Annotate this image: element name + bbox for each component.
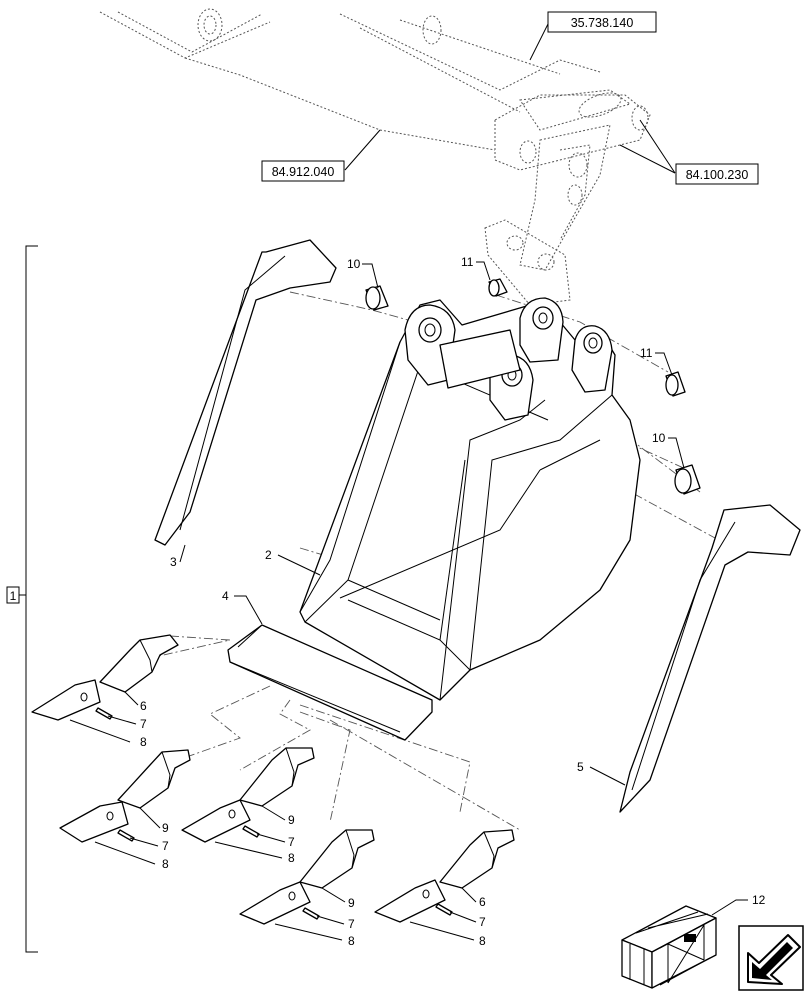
side-cutter-left <box>154 239 337 546</box>
callout-9-c: 9 <box>288 813 295 827</box>
callout-8-b: 8 <box>162 857 169 871</box>
reference-top[interactable]: 35.738.140 <box>571 16 634 30</box>
callout-11-lower: 11 <box>640 346 653 360</box>
callouts: 10 11 11 10 3 2 4 5 6 7 8 9 7 8 <box>69 255 766 948</box>
bushings <box>365 278 701 495</box>
boom-ghost <box>99 8 651 306</box>
side-cutter-right <box>619 504 801 813</box>
assembly-marker: 1 <box>10 589 17 603</box>
callout-6-e: 6 <box>479 895 486 909</box>
tooth-groups <box>31 634 515 925</box>
callout-9-b: 9 <box>162 821 169 835</box>
bushing-11-lower <box>665 371 686 397</box>
callout-8-e: 8 <box>479 934 486 948</box>
callout-9-d: 9 <box>348 896 355 910</box>
tooth-group-b <box>59 749 191 843</box>
callout-7-d: 7 <box>348 917 355 931</box>
reference-boxes: 35.738.140 84.912.040 84.100.230 <box>261 11 759 185</box>
callout-8-a: 8 <box>140 735 147 749</box>
callout-4: 4 <box>222 589 229 603</box>
callout-11-upper: 11 <box>461 255 474 269</box>
bucket-body <box>299 297 641 701</box>
reference-right[interactable]: 84.100.230 <box>686 168 749 182</box>
tooth-group-a <box>31 634 179 721</box>
callout-10-lower: 10 <box>652 431 666 445</box>
callout-5: 5 <box>577 760 584 774</box>
callout-7-e: 7 <box>479 915 486 929</box>
bushing-11-upper <box>488 278 508 297</box>
callout-7-c: 7 <box>288 835 295 849</box>
assembly-bracket: 1 <box>6 245 38 953</box>
callout-6-a: 6 <box>140 699 147 713</box>
callout-7-b: 7 <box>162 839 169 853</box>
callout-8-d: 8 <box>348 934 355 948</box>
tooth-group-d <box>239 829 375 925</box>
tooth-group-e <box>374 829 515 923</box>
arrow-icon[interactable] <box>738 925 804 991</box>
cutting-edge <box>227 624 433 741</box>
tooth-group-c <box>181 747 315 843</box>
callout-7-a: 7 <box>140 717 147 731</box>
bushing-10-lower <box>674 464 701 495</box>
bushing-10-upper <box>365 285 389 311</box>
crate-icon[interactable] <box>621 905 717 989</box>
callout-8-c: 8 <box>288 851 295 865</box>
callout-10-upper: 10 <box>347 257 361 271</box>
callout-12: 12 <box>752 893 766 907</box>
callout-3: 3 <box>170 555 177 569</box>
callout-2: 2 <box>265 548 272 562</box>
reference-left[interactable]: 84.912.040 <box>272 165 335 179</box>
